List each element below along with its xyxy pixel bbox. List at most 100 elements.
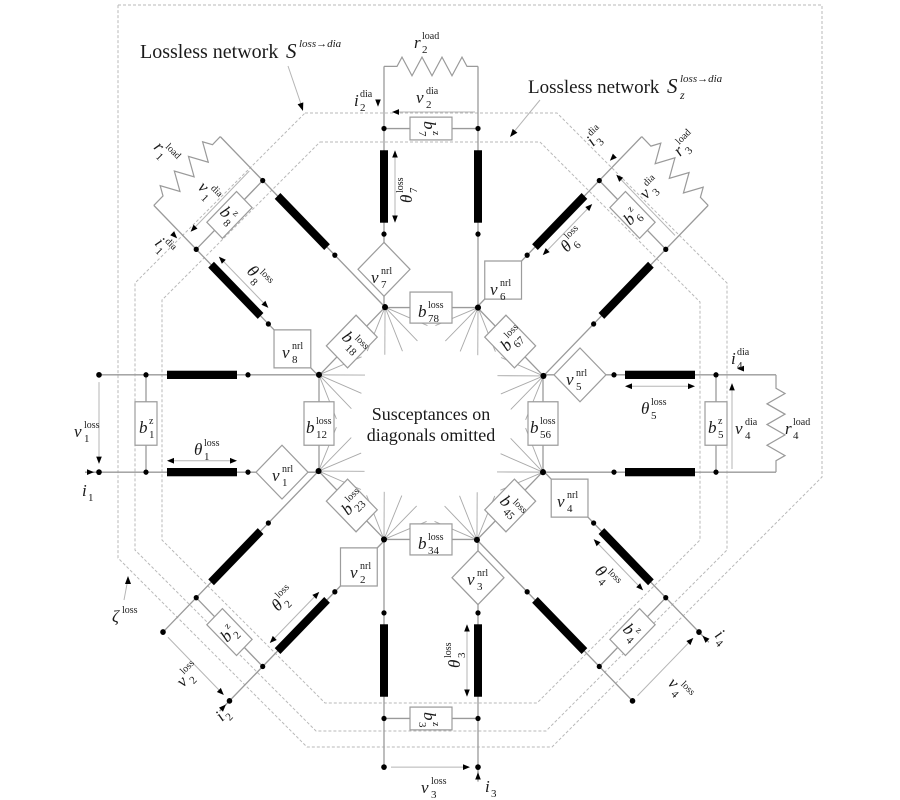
port-terminal [381, 764, 387, 771]
theta7-loss-label-base: θ [397, 195, 416, 203]
octagon-node [475, 304, 481, 311]
theta6-loss-label-sup: loss [562, 223, 581, 242]
theta1-loss-label-sub: 1 [204, 451, 210, 463]
diagonal-susceptance-stub [510, 437, 544, 473]
dia-current-arrowhead [170, 231, 178, 239]
port-voltage-arrowhead [96, 456, 102, 464]
v4-dia-label-sub: 4 [745, 430, 751, 442]
inner-susceptance-box [303, 401, 335, 446]
dia-voltage-arrowhead [190, 224, 198, 232]
b5-z-label-sub: 5 [718, 429, 724, 441]
inner-susceptance-box [325, 314, 379, 369]
transmission-line-b [532, 192, 588, 251]
theta5-loss-label-sup: loss [651, 397, 667, 408]
diagonal-susceptance-stub [459, 307, 479, 352]
branch-port-3 [380, 523, 505, 782]
v4-nrl-label-sup: nrl [567, 490, 578, 501]
lossless-network-s-boundary [134, 112, 728, 732]
v1-dia-label-sup: dia [208, 183, 225, 200]
r3-load-label-sup: load [674, 127, 694, 147]
junction-dot [260, 177, 266, 184]
port-terminal [96, 371, 102, 378]
zeta-loss-label-sup: loss [122, 605, 138, 616]
v4-dia-label-sup: dia [745, 417, 758, 428]
branch-port-2 [160, 470, 386, 712]
v3-nrl-label-sup: nrl [477, 568, 488, 579]
transmission-line-b [598, 528, 654, 586]
v2-dia-label-sub: 2 [426, 99, 432, 111]
i3-label-sub: 3 [491, 788, 497, 800]
junction-dot [475, 231, 481, 237]
v8-nrl-label-sup: nrl [292, 341, 303, 352]
zeta-pointer-arrowhead [125, 576, 131, 584]
electrical-length-arrowhead [464, 689, 470, 697]
shunt-susceptance-box [134, 401, 158, 446]
junction-dot [143, 469, 149, 475]
junction-dot [524, 252, 530, 258]
junction-dot [245, 372, 251, 378]
theta3-loss-label-sub: 3 [456, 652, 468, 658]
theta2-loss-label-sup: loss [273, 582, 292, 601]
octagon-node [316, 371, 322, 378]
electrical-length-arrowhead [625, 383, 632, 390]
transmission-line-b [380, 150, 388, 223]
port-terminal [96, 469, 102, 476]
diagonal-susceptance-stub [318, 437, 352, 472]
junction-dot [381, 125, 387, 132]
inner-susceptance-box [483, 478, 537, 533]
junction-dot [475, 125, 481, 132]
v2-loss-label-sup: loss [178, 658, 197, 677]
electrical-length-arrowhead [269, 635, 277, 644]
v1-nrl-label-sup: nrl [282, 464, 293, 475]
diagonal-susceptance-stub [318, 374, 352, 410]
theta8-loss-label-sup: loss [257, 267, 276, 286]
nrl-source [550, 478, 589, 518]
junction-dot [663, 594, 669, 601]
branch-dia-port-1 [153, 136, 386, 377]
shunt-susceptance-box [409, 706, 453, 731]
zeta-pointer-line [123, 583, 128, 601]
outer-network-title-text: Lossless network [140, 41, 278, 63]
port-voltage-arrow-line [167, 636, 220, 691]
r2-load-label-base: r [414, 33, 421, 52]
lossless-network-sz-boundary [161, 141, 701, 704]
v3-nrl-label-base: v [467, 570, 475, 589]
electrical-length-arrowhead [593, 539, 601, 547]
junction-dot [713, 372, 719, 378]
v2-dia-label-base: v [416, 88, 424, 107]
load-resistor [153, 136, 221, 206]
diagonal-susceptance-stub [384, 306, 418, 342]
diagonal-susceptance-stub [384, 306, 403, 352]
v2-nrl-label-sub: 2 [360, 574, 366, 586]
shunt-susceptance-box [609, 190, 657, 240]
v5-nrl-label-sub: 5 [576, 381, 582, 393]
transmission-line-a [167, 370, 237, 379]
junction-dot [245, 469, 251, 475]
junction-dot [475, 610, 481, 616]
i3-label-base: i [485, 777, 490, 796]
shunt-susceptance-box [205, 190, 253, 240]
branch-dia-port-2 [357, 55, 482, 324]
v3-loss-label-sup: loss [431, 776, 447, 787]
b3-z-label-base: b [420, 712, 439, 721]
v7-nrl-label-sub: 7 [381, 279, 387, 291]
v2-nrl-label-base: v [350, 563, 358, 582]
inner-network-symbol-base: S [667, 74, 678, 98]
port-current-arrowhead [702, 635, 710, 643]
i4-dia-label-sub: 4 [737, 360, 743, 372]
transmission-line-a [598, 261, 654, 319]
v3-loss-label-base: v [421, 778, 429, 797]
inner-network-pointer-line [512, 99, 541, 134]
transmission-line-a [532, 596, 588, 655]
